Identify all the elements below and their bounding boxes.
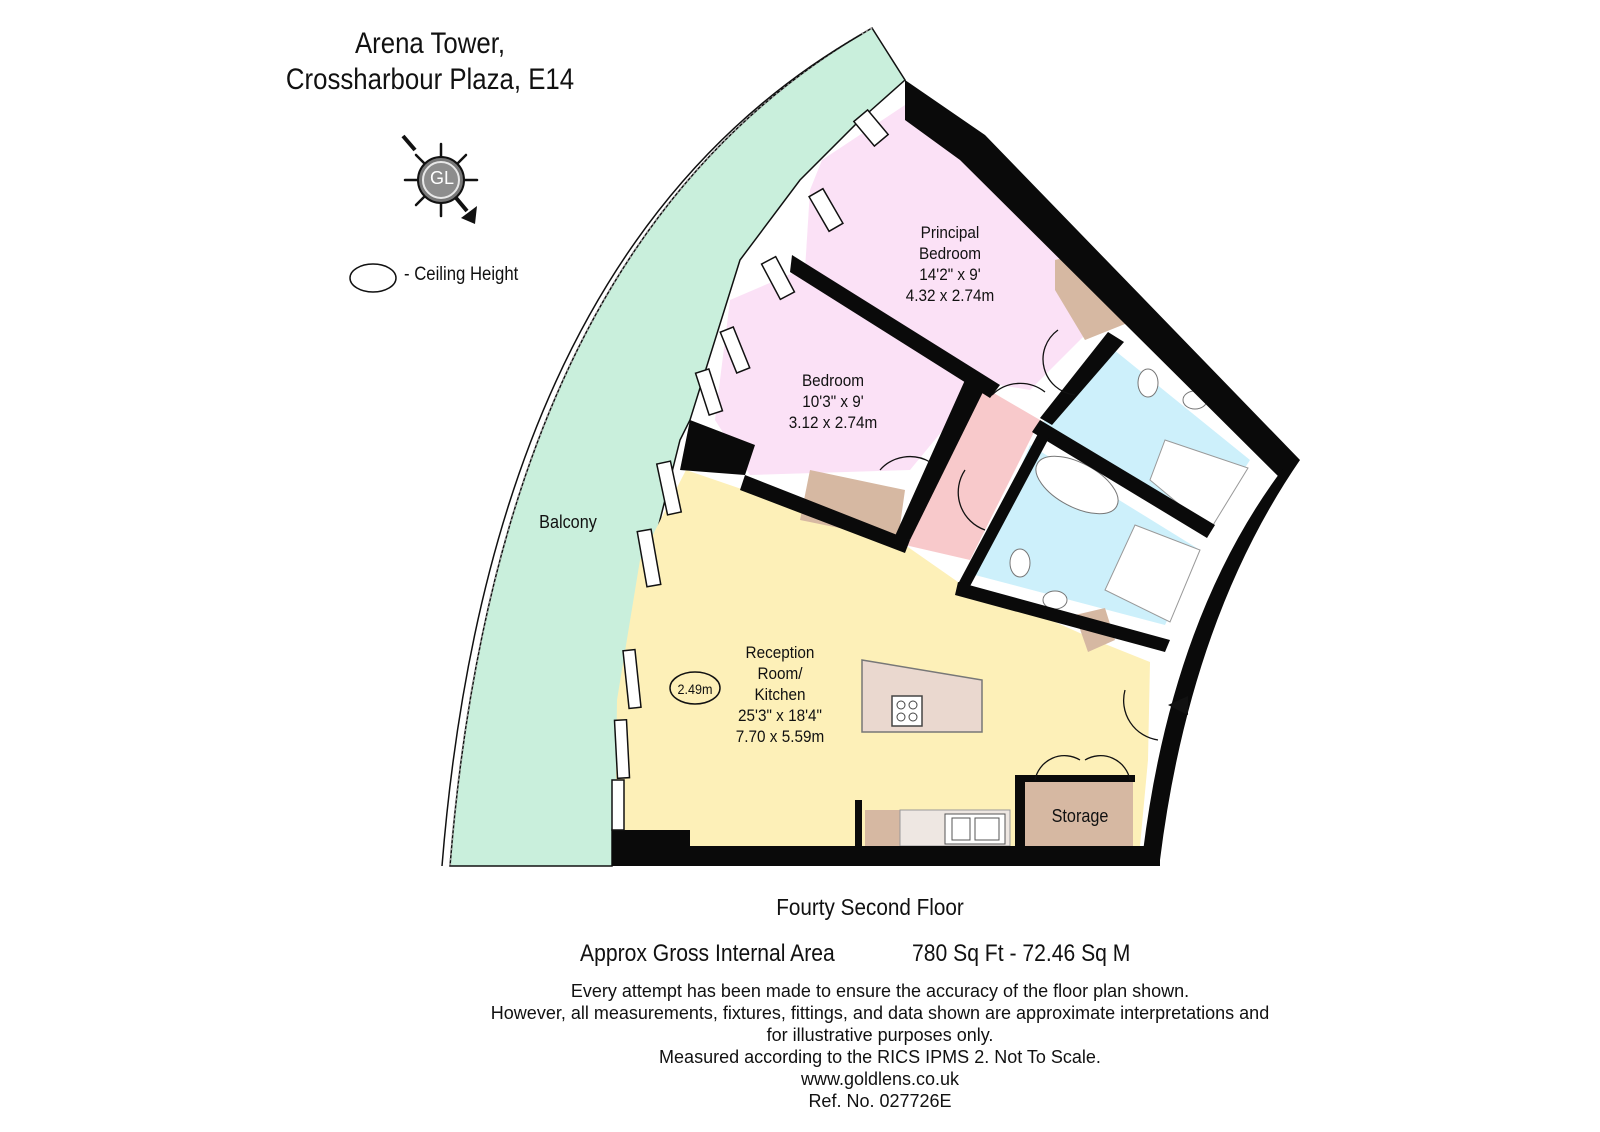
reception-metric: 7.70 x 5.59m	[735, 727, 825, 746]
reception-name-1: Reception	[745, 643, 815, 662]
reception-label: Reception Room/ Kitchen 25'3" x 18'4" 7.…	[708, 642, 852, 747]
principal-bedroom-name-2: Bedroom	[918, 244, 982, 263]
area-value: 780 Sq Ft - 72.46 Sq M	[912, 940, 1131, 967]
bedroom-imperial: 10'3" x 9'	[802, 392, 864, 411]
compass-icon	[401, 134, 479, 224]
storage-area	[1020, 780, 1133, 846]
reception-name-3: Kitchen	[754, 685, 806, 704]
disclaimer-line-3: for illustrative purposes only.	[766, 1025, 994, 1045]
disclaimer-line-4: Measured according to the RICS IPMS 2. N…	[659, 1047, 1101, 1067]
bedroom-name: Bedroom	[801, 371, 865, 390]
bedroom-area	[715, 270, 980, 475]
ceiling-height-marker	[669, 671, 721, 705]
reception-name-2: Room/	[757, 664, 803, 683]
balcony-label: Balcony	[539, 512, 597, 532]
reception-imperial: 25'3" x 18'4"	[738, 706, 822, 725]
storage-label: Storage	[1051, 806, 1109, 826]
ceiling-height-value: 2.49m	[677, 681, 713, 697]
title-line-1: Arena Tower,	[354, 27, 506, 60]
disclaimer-line-1: Every attempt has been made to ensure th…	[570, 981, 1190, 1001]
reference-number: Ref. No. 027726E	[808, 1091, 952, 1111]
bedroom-metric: 3.12 x 2.74m	[788, 413, 878, 432]
ceiling-height-legend-icon	[349, 263, 397, 293]
principal-bedroom-metric: 4.32 x 2.74m	[905, 286, 995, 305]
principal-bedroom-label: Principal Bedroom 14'2" x 9' 4.32 x 2.74…	[878, 222, 1022, 306]
hall-area	[905, 385, 1040, 560]
disclaimer-line-2: However, all measurements, fixtures, fit…	[490, 1003, 1270, 1023]
reception-area	[615, 470, 1150, 846]
floor-name: Fourty Second Floor	[776, 894, 964, 920]
area-label: Approx Gross Internal Area	[580, 940, 835, 967]
bedroom-label: Bedroom 10'3" x 9' 3.12 x 2.74m	[766, 370, 901, 433]
principal-bedroom-imperial: 14'2" x 9'	[919, 265, 981, 284]
legend-label: - Ceiling Height	[404, 264, 519, 285]
website-link[interactable]: www.goldlens.co.uk	[800, 1069, 960, 1089]
disclaimer: Every attempt has been made to ensure th…	[360, 980, 1400, 1112]
principal-bedroom-name-1: Principal	[920, 223, 980, 242]
floor-plan	[441, 26, 1300, 867]
title-line-2: Crossharbour Plaza, E14	[285, 63, 575, 96]
compass-logo-text: GL	[429, 168, 454, 188]
entrance-arrow-icon	[1168, 696, 1188, 715]
principal-bedroom-area	[805, 105, 1100, 390]
